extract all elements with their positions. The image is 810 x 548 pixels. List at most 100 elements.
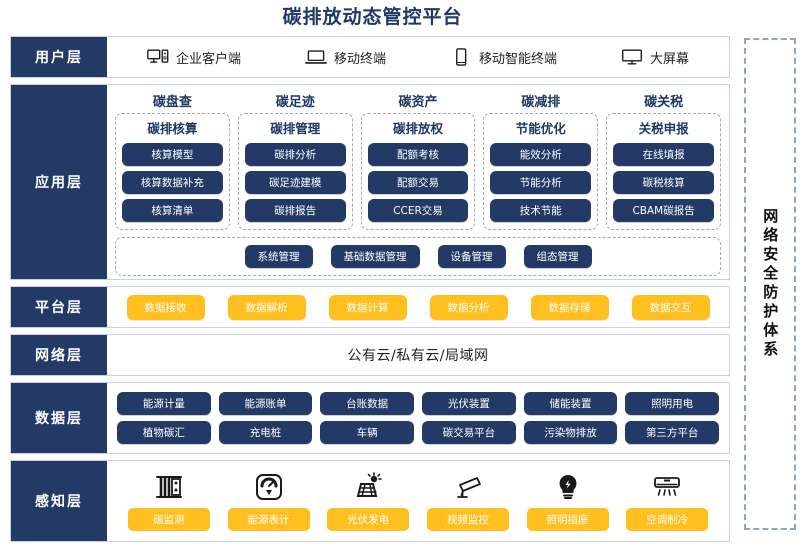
layer-data-body: 能源计量 能源账单 台账数据 光伏装置 储能装置 照明用电 植物碳汇 充电桩 车… [107,383,729,453]
group-title: 碳减排 [521,95,561,110]
common-pill[interactable]: 组态管理 [523,245,592,268]
application-common-services: 系统管理 基础数据管理 设备管理 组态管理 [115,237,721,276]
sense-item-energy-meter[interactable]: 能源表计 [219,472,319,531]
app-group-carbon-reduction: 碳减排 节能优化 能效分析 节能分析 技术节能 [483,89,599,230]
user-item-label: 移动终端 [333,51,386,67]
page-title: 碳排放动态管控平台 [282,6,463,28]
app-pill[interactable]: 配额考核 [367,143,469,166]
sense-item-carbon-monitoring[interactable]: 碳监测 [119,472,219,531]
data-pill[interactable]: 能源账单 [218,392,313,415]
app-pill[interactable]: 碳排报告 [244,199,346,222]
sense-item-photovoltaic[interactable]: 光伏发电 [318,471,418,531]
app-group-carbon-asset: 碳资产 碳排放权 配额考核 配额交易 CCER交易 [360,89,476,230]
user-item-enterprise-client[interactable]: 企业客户端 [147,47,241,67]
layer-sensing-label: 感知层 [11,461,107,541]
network-security-label: 网络安全防护体系 [761,208,780,360]
app-pill[interactable]: 技术节能 [490,199,592,222]
monitor-icon [621,47,643,67]
group-head: 节能优化 [515,121,566,136]
user-item-label: 移动智能终端 [478,51,557,67]
data-pill[interactable]: 照明用电 [625,392,720,415]
layer-platform: 平台层 数据接收 数据解析 数据计算 数据分析 数据存储 数据交互 [10,286,730,328]
layer-sensing-body: 碳监测 能源表计 [107,461,729,541]
sense-item-label: 照明插座 [526,507,609,531]
app-pill[interactable]: 能效分析 [490,143,592,166]
group-title: 碳盘查 [152,95,192,110]
group-title: 碳关税 [644,95,684,110]
user-item-smart-mobile-terminal[interactable]: 移动智能终端 [450,47,557,67]
platform-pill[interactable]: 数据计算 [328,294,407,320]
data-pill[interactable]: 台账数据 [320,392,415,415]
app-group-carbon-inventory: 碳盘查 碳排核算 核算模型 核算数据补充 核算清单 [115,89,230,230]
app-pill[interactable]: 碳税核算 [613,171,714,194]
data-pill[interactable]: 植物碳汇 [117,421,211,444]
platform-pill[interactable]: 数据交互 [631,294,710,320]
sense-item-lighting-socket[interactable]: 照明插座 [518,472,618,531]
desktop-tower-icon [147,47,169,67]
group-box: 节能优化 能效分析 节能分析 技术节能 [483,113,599,230]
data-pill[interactable]: 车辆 [320,421,415,444]
light-bulb-icon [552,472,584,502]
group-head: 碳排管理 [270,121,321,136]
data-pill[interactable]: 储能装置 [523,392,618,415]
common-pill[interactable]: 设备管理 [437,245,506,268]
laptop-icon [304,47,327,67]
layer-application-label: 应用层 [11,85,107,279]
data-pill[interactable]: 充电桩 [218,421,313,444]
group-box: 碳排放权 配额考核 配额交易 CCER交易 [360,113,476,230]
data-row: 植物碳汇 充电桩 车辆 碳交易平台 污染物排放 第三方平台 [117,421,720,444]
data-pill[interactable]: 光伏装置 [422,392,516,415]
platform-pill[interactable]: 数据存储 [530,294,609,320]
sense-item-air-conditioning[interactable]: 空调制冷 [617,472,717,531]
layer-user: 用户层 企业客户端 [10,36,730,78]
group-title: 碳资产 [398,95,438,110]
layer-sensing: 感知层 碳监测 [10,460,730,542]
sense-item-label: 空调制冷 [626,507,709,531]
layer-network: 网络层 公有云/私有云/局域网 [10,334,730,376]
sense-item-label: 碳监测 [127,507,210,531]
layer-network-label: 网络层 [11,335,107,375]
app-pill[interactable]: 核算数据补充 [122,171,223,194]
app-pill[interactable]: CBAM碳报告 [613,199,714,222]
user-item-label: 大屏幕 [649,51,689,67]
app-pill[interactable]: 配额交易 [367,171,469,194]
data-pill[interactable]: 能源计量 [117,392,211,415]
app-pill[interactable]: 碳排分析 [244,143,346,166]
data-pill[interactable]: 第三方平台 [625,421,720,444]
platform-pill[interactable]: 数据接收 [126,294,205,320]
data-pill[interactable]: 碳交易平台 [422,421,516,444]
layer-user-label: 用户层 [11,37,107,77]
group-title: 碳足迹 [275,95,315,110]
air-conditioner-icon [651,472,683,502]
sense-item-label: 光伏发电 [327,507,410,531]
cctv-camera-icon [452,472,484,502]
user-item-mobile-terminal[interactable]: 移动终端 [304,47,386,67]
data-row: 能源计量 能源账单 台账数据 光伏装置 储能装置 照明用电 [117,392,720,415]
network-security-panel: 网络安全防护体系 [744,38,796,530]
layer-application: 应用层 碳盘查 碳排核算 核算模型 核算数据补充 核算清单 碳足迹 [10,84,730,280]
solar-panel-icon [352,471,384,502]
smartphone-icon [450,47,472,67]
group-box: 关税申报 在线填报 碳税核算 CBAM碳报告 [606,113,721,230]
layer-user-body: 企业客户端 移动终端 [107,37,729,77]
app-pill[interactable]: 核算清单 [122,199,223,222]
user-item-large-screen[interactable]: 大屏幕 [621,47,689,67]
layer-stack: 用户层 企业客户端 [10,36,730,548]
network-description: 公有云/私有云/局域网 [347,348,489,364]
platform-pill[interactable]: 数据分析 [429,294,508,320]
layer-data-label: 数据层 [11,383,107,453]
common-pill[interactable]: 基础数据管理 [330,245,420,268]
app-pill[interactable]: CCER交易 [367,199,469,222]
common-pill[interactable]: 系统管理 [244,245,313,268]
layer-platform-body: 数据接收 数据解析 数据计算 数据分析 数据存储 数据交互 [107,287,729,327]
sense-item-video-surveillance[interactable]: 视频监控 [418,472,518,531]
app-pill[interactable]: 碳足迹建模 [244,171,346,194]
data-pill[interactable]: 污染物排放 [523,421,618,444]
app-pill[interactable]: 节能分析 [490,171,592,194]
platform-pill[interactable]: 数据解析 [227,294,306,320]
group-box: 碳排管理 碳排分析 碳足迹建模 碳排报告 [237,113,353,230]
app-pill[interactable]: 核算模型 [122,143,223,166]
app-pill[interactable]: 在线填报 [613,143,714,166]
group-head: 关税申报 [638,121,689,136]
group-head: 碳排放权 [392,121,443,136]
